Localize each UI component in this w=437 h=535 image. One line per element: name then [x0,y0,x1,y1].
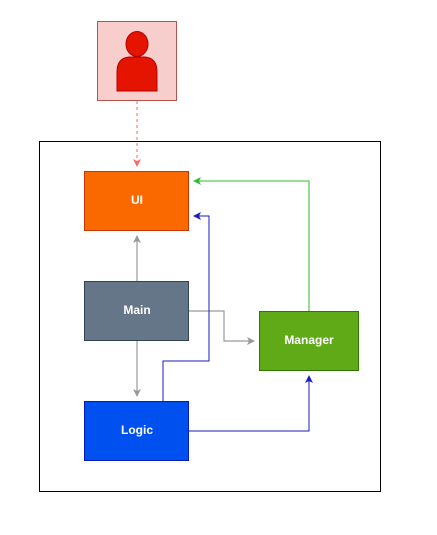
system-boundary-frame [39,141,381,492]
user-icon [116,31,158,92]
ui-node-label: UI [131,193,143,207]
main-node[interactable]: Main [84,281,189,341]
ui-node[interactable]: UI [84,171,189,231]
logic-node-label: Logic [121,423,153,437]
edge-main-to-manager [189,310,255,345]
edge-logic-to-ui [162,212,210,401]
manager-node[interactable]: Manager [259,311,359,371]
manager-node-box [259,311,359,371]
edge-manager-to-ui [193,177,310,311]
ui-node-box [84,171,189,231]
edge-logic-to-manager [189,375,313,432]
logic-node-box [84,401,189,461]
manager-node-label: Manager [284,333,334,347]
main-node-box [84,281,189,341]
logic-node[interactable]: Logic [84,401,189,461]
main-node-label: Main [123,303,150,317]
user-actor-node[interactable] [97,21,177,101]
